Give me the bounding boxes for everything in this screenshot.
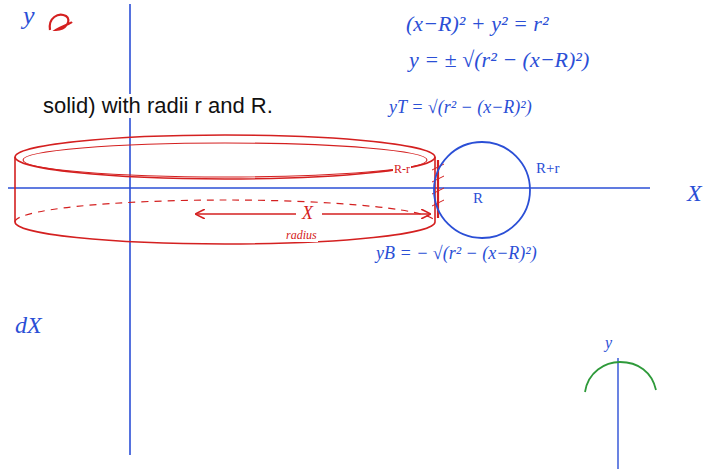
cylinder-bottom-hidden xyxy=(15,200,435,222)
annotation-label: R-r xyxy=(393,163,411,176)
radius-arrow xyxy=(196,213,296,214)
annotation-label: R xyxy=(472,190,484,207)
annotation-label: y xyxy=(22,2,36,31)
annotation-label: X xyxy=(301,204,314,224)
annotation-label: y = ± √(r² − (x−R)²) xyxy=(408,48,590,72)
cylinder-side xyxy=(14,157,16,222)
annotation-label: solid) with radii r and R. xyxy=(42,94,274,118)
cylinder-top xyxy=(15,135,435,179)
y-axis xyxy=(129,4,131,455)
annotation-label: radius xyxy=(285,229,318,242)
small-y-axis xyxy=(617,358,618,469)
x-axis xyxy=(8,187,650,189)
annotation-label: yB = − √(r² − (x−R)²) xyxy=(375,244,538,264)
annotation-label: yT = √(r² − (x−R)²) xyxy=(388,98,533,118)
cylinder-bottom xyxy=(15,222,435,244)
annotation-label: R+r xyxy=(535,160,560,177)
annotation-label: y xyxy=(604,334,613,352)
annotation-label: (x−R)² + y² = r² xyxy=(405,12,550,36)
cross-section-circle xyxy=(434,142,530,238)
green-arc xyxy=(585,362,656,392)
scribble xyxy=(50,15,72,30)
cylinder-top-inner xyxy=(23,143,427,177)
annotation-label: X xyxy=(686,180,703,206)
annotation-label: dX xyxy=(14,312,43,338)
radius-arrow xyxy=(322,213,430,214)
